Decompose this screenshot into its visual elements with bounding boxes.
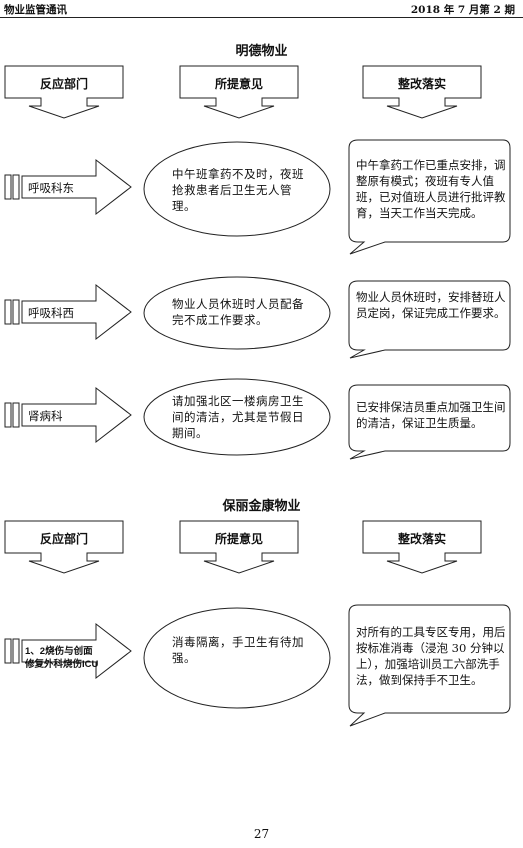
fix-bubble — [348, 280, 511, 359]
col-header-box-fix — [362, 520, 482, 574]
opinion-text: 中午班拿药不及时，夜班抢救患者后卫生无人管理。 — [172, 167, 304, 213]
fix-text: 物业人员休班时，安排替班人员定岗，保证完成工作要求。 — [356, 290, 506, 320]
fix-text: 已安排保洁员重点加强卫生间的清洁，保证卫生质量。 — [356, 400, 506, 430]
col-header-fix: 整改落实 — [397, 532, 446, 546]
opinion-text: 消毒隔离，手卫生有待加强。 — [172, 635, 304, 665]
fix-bubble — [348, 384, 511, 460]
dept-label: 肾病科 — [28, 409, 63, 423]
opinion-ellipse — [143, 607, 331, 709]
fix-text: 对所有的工具专区专用，用后按标准消毒（浸泡 30 分钟以上），加强培训员工六部洗… — [356, 625, 506, 687]
col-header-dept: 反应部门 — [39, 532, 88, 546]
col-header-dept: 反应部门 — [39, 77, 88, 91]
publication-name: 物业监管通讯 — [4, 4, 67, 16]
dept-arrow — [4, 387, 132, 443]
opinion-text: 请加强北区一楼病房卫生间的清洁，尤其是节假日期间。 — [172, 394, 304, 440]
opinion-ellipse — [143, 141, 331, 237]
opinion-ellipse — [143, 378, 331, 456]
section-title: 保丽金康物业 — [222, 499, 301, 514]
page-number: 27 — [253, 827, 270, 841]
opinion-ellipse — [143, 276, 331, 350]
issue-date: 2018 年 7 月第 2 期 — [410, 4, 515, 16]
col-header-box-dept — [4, 520, 124, 574]
col-header-box-dept — [4, 65, 124, 119]
col-header-opinion: 所提意见 — [214, 77, 263, 91]
fix-text: 中午拿药工作已重点安排，调整原有模式；夜班有专人值班，已对值班人员进行批评教育，… — [356, 158, 506, 220]
dept-label: 呼吸科西 — [28, 306, 74, 320]
col-header-fix: 整改落实 — [397, 77, 446, 91]
fix-bubble — [348, 604, 511, 727]
col-header-opinion: 所提意见 — [214, 532, 263, 546]
col-header-box-fix — [362, 65, 482, 119]
opinion-text: 物业人员休班时人员配备完不成工作要求。 — [172, 297, 304, 327]
header-divider — [0, 17, 523, 18]
section-title: 明德物业 — [235, 44, 288, 59]
col-header-box-opinion — [179, 65, 299, 119]
fix-bubble — [348, 139, 511, 255]
col-header-box-opinion — [179, 520, 299, 574]
dept-label: 呼吸科东 — [28, 181, 74, 195]
dept-label: 1、2烧伤与创面修复外科烧伤ICU — [25, 646, 99, 670]
